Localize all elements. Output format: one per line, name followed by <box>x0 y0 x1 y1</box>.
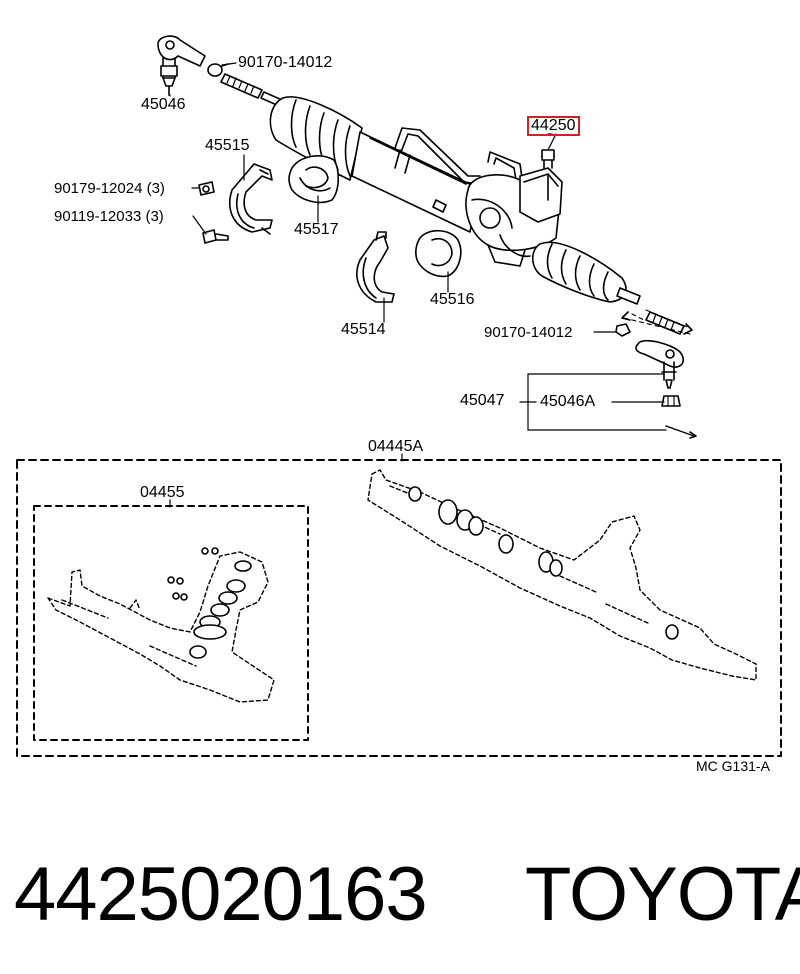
diagram-reference-code: MC G131-A <box>696 758 770 774</box>
rack-tube <box>351 131 479 233</box>
label-45517[interactable]: 45517 <box>294 221 339 238</box>
label-45047[interactable]: 45047 <box>460 392 505 409</box>
hydraulic-lines <box>394 127 523 185</box>
kit-04455-seals <box>167 547 252 659</box>
kit-04445A-seals <box>408 486 679 640</box>
label-45516[interactable]: 45516 <box>430 291 475 308</box>
cotter-pin <box>665 425 697 439</box>
steering-rack-diagram: 90170-14012 45046 44250 45515 90179-1202… <box>16 35 782 774</box>
brand-name: TOYOTA <box>524 852 800 937</box>
label-90170-14012-bottom[interactable]: 90170-14012 <box>484 324 573 341</box>
label-04445A[interactable]: 04445A <box>368 438 424 455</box>
bracket-45514 <box>356 231 395 303</box>
kit-04455-parts <box>47 551 275 703</box>
lock-nut-bottom <box>615 323 631 337</box>
grommet-45516 <box>415 229 462 278</box>
part-number-footer: 4425020163 TOYOTA <box>14 850 800 940</box>
grommet-45517 <box>288 155 340 204</box>
label-44250-highlighted[interactable]: 44250 <box>527 116 580 136</box>
label-45514[interactable]: 45514 <box>341 321 386 338</box>
part-number: 4425020163 <box>14 852 428 937</box>
label-45515[interactable]: 45515 <box>205 137 250 154</box>
tie-rod-end-right <box>635 339 685 389</box>
bolt-90179 <box>198 181 215 196</box>
pinion-valve-44250 <box>519 133 563 223</box>
castle-nut-45046A <box>661 395 681 407</box>
rack-boot-right <box>531 241 627 303</box>
label-90179-12024[interactable]: 90179-12024 (3) <box>54 180 165 197</box>
kit-frame-04455 <box>33 505 309 741</box>
diagram-artwork <box>16 35 782 757</box>
label-90119-12033[interactable]: 90119-12033 (3) <box>54 208 164 225</box>
label-45046[interactable]: 45046 <box>141 96 186 113</box>
label-45046A[interactable]: 45046A <box>540 393 596 410</box>
label-90170-14012-top[interactable]: 90170-14012 <box>238 54 333 71</box>
tie-rod-thread-left <box>220 73 283 107</box>
label-04455[interactable]: 04455 <box>140 484 185 501</box>
leader-lines <box>169 62 667 431</box>
bolt-90119 <box>202 229 229 244</box>
kit-04445A-parts <box>367 469 757 681</box>
tie-rod-end-left <box>157 35 206 96</box>
kit-frame-04445A <box>16 459 782 757</box>
inner-tie-rod-right <box>616 287 693 335</box>
bracket-45515 <box>228 163 273 235</box>
